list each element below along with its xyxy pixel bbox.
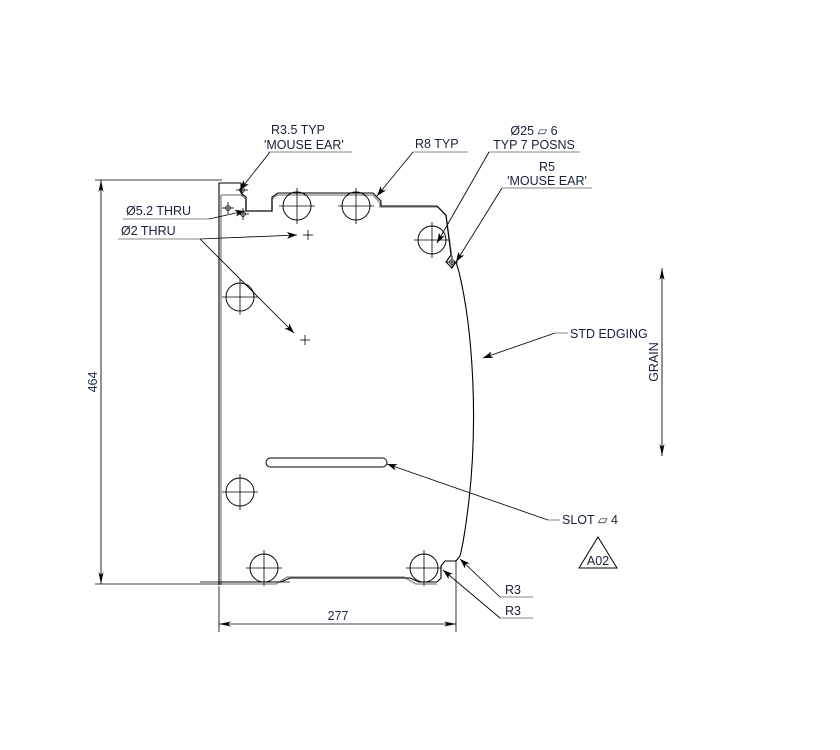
annotation-slot-label: SLOT ⏥ 4: [562, 513, 618, 527]
annotation-r5-line2: 'MOUSE EAR': [507, 174, 587, 188]
pilot-cross-2: [222, 202, 234, 214]
annotation-dia2-thru: Ø2 THRU: [118, 224, 313, 345]
annotation-r3-5-line1: R3.5 TYP: [271, 123, 325, 137]
annotation-dia5-2-thru: Ø5.2 THRU: [123, 204, 246, 220]
annotation-std-edging-label: STD EDGING: [570, 327, 648, 341]
annotation-dia25-line1: Ø25 ⏥ 6: [510, 124, 557, 138]
hole-group: [222, 188, 450, 586]
annotation-r3-5-mouse-ear: R3.5 TYP 'MOUSE EAR': [239, 123, 352, 191]
annotation-r8-typ: R8 TYP: [376, 137, 468, 197]
annotation-r3-upper-label: R3: [505, 583, 521, 597]
hole-upper-right: [414, 222, 450, 258]
annotation-slot-depth: SLOT ⏥ 4: [386, 463, 618, 527]
dimension-height-label: 464: [86, 372, 100, 393]
annotation-r3-5-line2: 'MOUSE EAR': [264, 138, 344, 152]
annotation-dia2-label: Ø2 THRU: [121, 224, 176, 238]
hole-top-2: [338, 188, 374, 224]
detail-flag-label: A02: [587, 554, 609, 568]
part-bottom-profile: [219, 577, 437, 583]
annotation-dia5-2-label: Ø5.2 THRU: [126, 204, 191, 218]
annotation-r5-line1: R5: [539, 160, 555, 174]
hole-bottom-left: [246, 550, 282, 586]
dimension-height-464: 464: [86, 179, 222, 585]
part-outline-group: [200, 182, 475, 585]
part-bottom-right-corner: [436, 555, 461, 583]
dimension-width-277: 277: [218, 560, 457, 632]
part-edge-highlight: [220, 195, 437, 585]
part-right-curved-edge: [458, 271, 475, 557]
hole-left-upper: [222, 279, 258, 315]
slot-feature: [265, 457, 388, 468]
grain-direction-indicator: GRAIN: [647, 268, 665, 456]
annotation-std-edging: STD EDGING: [482, 327, 648, 359]
annotation-r3-lower: R3: [442, 569, 533, 619]
grain-label: GRAIN: [647, 342, 661, 382]
annotation-r3-upper: R3: [459, 558, 533, 598]
annotation-dia25-7-posns: Ø25 ⏥ 6 TYP 7 POSNS: [436, 124, 580, 244]
part-top-profile: [218, 182, 452, 256]
annotation-r5-mouse-ear: R5 'MOUSE EAR': [455, 160, 592, 263]
part-top-edge-highlight: [221, 194, 453, 259]
pilot-cross-3: [237, 208, 249, 220]
annotation-r8-typ-label: R8 TYP: [415, 137, 459, 151]
pilot-hole-marks: [222, 184, 458, 268]
hole-bottom-right: [406, 550, 442, 586]
detail-flag-a02: A02: [578, 536, 618, 569]
annotation-dia25-line2: TYP 7 POSNS: [493, 138, 575, 152]
annotation-r3-lower-label: R3: [505, 604, 521, 618]
dimension-width-label: 277: [328, 609, 349, 623]
hole-top-1: [279, 188, 315, 224]
hole-left-lower: [222, 474, 258, 510]
